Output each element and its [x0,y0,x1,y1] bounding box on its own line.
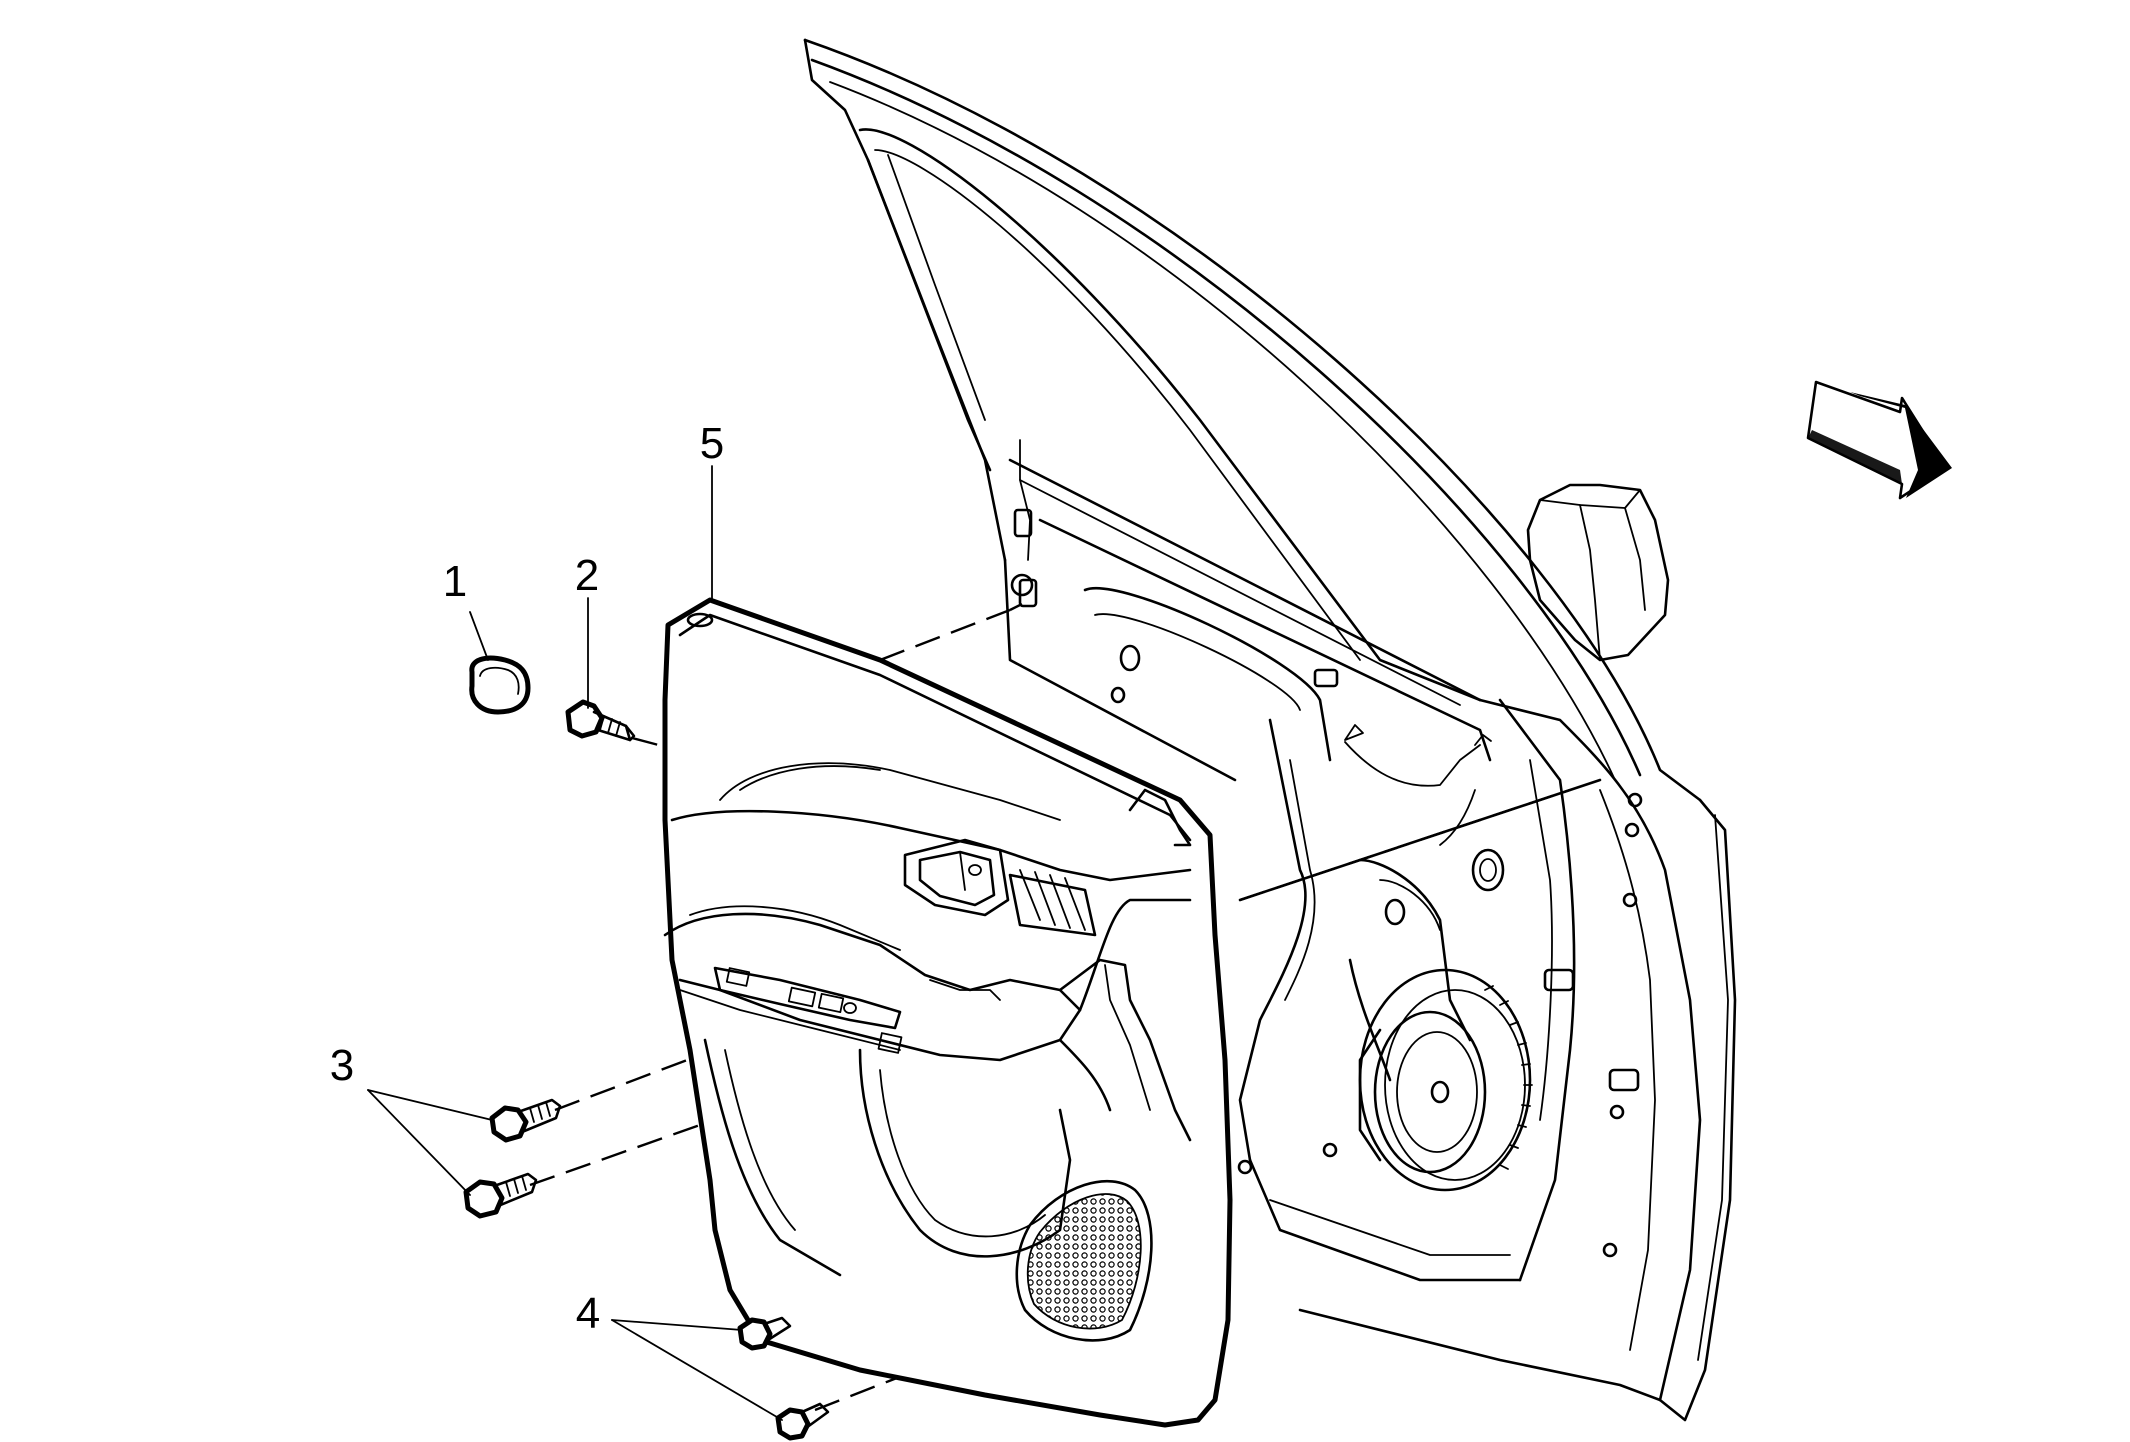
callout-3: 3 [330,1041,354,1090]
door-frame [803,38,1737,1422]
switch-bezel [713,966,1001,1054]
leader-lines [367,465,783,1421]
callout-4: 4 [576,1289,600,1338]
part-2-screw [565,699,636,742]
speaker-grille [1015,1179,1153,1342]
door-trim-panel [662,597,1233,1428]
part-3-screw-upper [489,1098,562,1143]
callout-5: 5 [700,419,724,468]
front-direction-arrow-icon [1806,380,1952,500]
door-speaker [1358,968,1533,1192]
part-3-screw-lower [463,1172,538,1219]
callout-1: 1 [443,557,467,606]
part-3-screws [463,1098,562,1219]
part-1-trim-plug [469,655,531,715]
callout-2: 2 [575,551,599,600]
part-4-screw-lower [775,1402,830,1441]
part-4-screw-upper [737,1316,792,1351]
callout-labels: 1 2 5 3 4 [330,419,724,1338]
side-mirror [1526,483,1670,662]
part-4-screws [737,1316,830,1441]
